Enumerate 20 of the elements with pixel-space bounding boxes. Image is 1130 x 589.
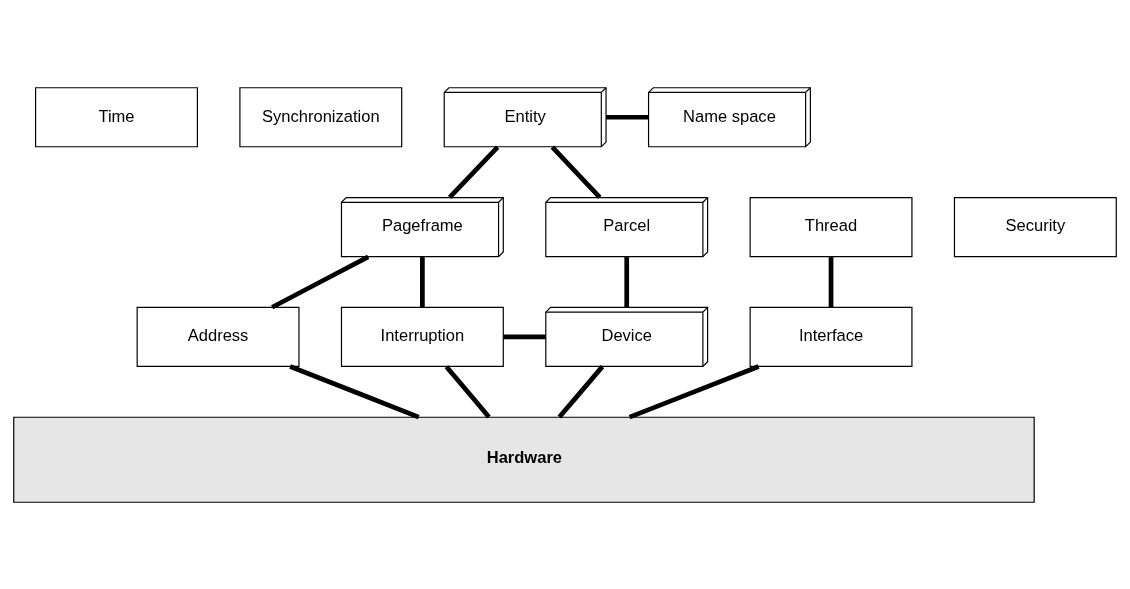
- connector: [444, 364, 491, 419]
- connector: [557, 364, 605, 419]
- connector: [420, 256, 425, 307]
- connector: [289, 363, 420, 419]
- node-box: Security: [953, 196, 1117, 257]
- node-box: Interface: [749, 306, 913, 367]
- node-box: Address: [136, 306, 300, 367]
- connector: [624, 256, 630, 307]
- node-box: Thread: [749, 196, 913, 257]
- node-box: Hardware: [13, 416, 1035, 503]
- connector: [271, 254, 370, 309]
- connector: [503, 334, 546, 339]
- connector: [628, 363, 760, 419]
- node-box: Synchronization: [239, 86, 403, 147]
- connector: [447, 145, 500, 199]
- node-box: Time: [35, 86, 198, 147]
- node-box: Interruption: [340, 306, 504, 367]
- connector: [606, 114, 649, 120]
- connector: [550, 145, 602, 199]
- connector: [828, 256, 834, 307]
